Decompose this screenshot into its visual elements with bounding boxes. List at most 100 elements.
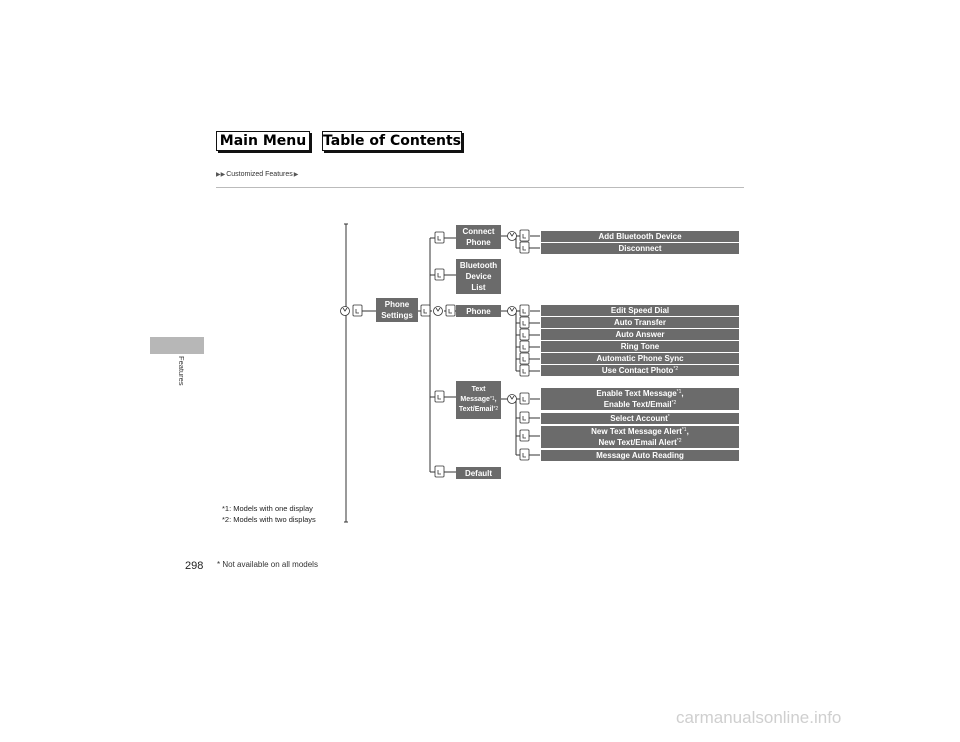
text-message-box: Text Message*1, Text/Email*2 [456, 381, 501, 419]
automatic-phone-sync-bar: Automatic Phone Sync [541, 353, 739, 364]
edit-speed-dial-label: Edit Speed Dial [610, 306, 670, 315]
use-contact-photo-bar: Use Contact Photo*2 [541, 365, 739, 376]
press-icon [519, 241, 530, 254]
phone-settings-box: Phone Settings [376, 298, 418, 322]
press-icon [519, 392, 530, 405]
text-message-word: Message [460, 396, 490, 403]
knob-icon [433, 306, 443, 316]
phone-settings-label: Phone [384, 300, 410, 309]
comma: , [681, 389, 684, 398]
breadcrumb-arrow-icon: ▶ [293, 172, 299, 178]
section-tab [150, 337, 204, 354]
footnote-mark: *2 [673, 366, 679, 372]
main-menu-button[interactable]: Main Menu [216, 131, 310, 151]
press-icon [434, 231, 445, 244]
new-text-message-alert-text: New Text Message Alert [591, 427, 682, 436]
auto-answer-bar: Auto Answer [541, 329, 739, 340]
bluetooth-device-list-label: Bluetooth [459, 261, 498, 270]
select-account-label: Select Account* [610, 413, 669, 424]
availability-note: * Not available on all models [217, 560, 318, 569]
footnote-mark: *2 [671, 400, 677, 406]
breadcrumb-arrow-icon: ▶▶ [216, 172, 226, 178]
message-auto-reading-label: Message Auto Reading [596, 451, 684, 460]
phone-box: Phone [456, 305, 501, 317]
press-icon [519, 352, 530, 365]
breadcrumb: ▶▶ Customized Features ▶ [216, 171, 298, 178]
press-icon [519, 304, 530, 317]
phone-label: Phone [466, 306, 491, 316]
new-text-email-alert-label: New Text/Email Alert*2 [599, 437, 682, 448]
enable-text-message-text: Enable Text Message [596, 389, 677, 398]
press-icon [420, 304, 431, 317]
press-icon [434, 390, 445, 403]
knob-icon [507, 306, 517, 316]
new-text-message-alert-label: New Text Message Alert*1, [591, 426, 689, 437]
footnote-1: *1: Models with one display [222, 504, 313, 513]
auto-transfer-label: Auto Transfer [613, 318, 666, 327]
phone-settings-label: Settings [381, 311, 413, 320]
connect-phone-box: Connect Phone [456, 225, 501, 249]
knob-icon [340, 306, 350, 316]
bluetooth-device-list-box: Bluetooth Device List [456, 259, 501, 294]
press-icon [519, 448, 530, 461]
edit-speed-dial-bar: Edit Speed Dial [541, 305, 739, 316]
add-bluetooth-device-label: Add Bluetooth Device [598, 232, 682, 241]
press-icon [434, 268, 445, 281]
add-bluetooth-device-bar: Add Bluetooth Device [541, 231, 739, 242]
auto-answer-label: Auto Answer [615, 330, 665, 339]
press-icon [519, 429, 530, 442]
new-text-message-alert-bar: New Text Message Alert*1, New Text/Email… [541, 426, 739, 448]
watermark: carmanualsonline.info [676, 708, 842, 727]
bluetooth-device-list-label: Device [465, 272, 492, 281]
press-icon [445, 304, 456, 317]
press-icon [352, 304, 363, 317]
text-message-label: Text [471, 386, 486, 393]
default-box: Default [456, 467, 501, 479]
knob-icon [507, 394, 517, 404]
comma: , [686, 427, 689, 436]
ring-tone-label: Ring Tone [620, 342, 660, 351]
ring-tone-bar: Ring Tone [541, 341, 739, 352]
use-contact-photo-text: Use Contact Photo [601, 366, 674, 375]
header-divider [216, 187, 744, 188]
press-icon [519, 316, 530, 329]
press-icon [519, 328, 530, 341]
auto-transfer-bar: Auto Transfer [541, 317, 739, 328]
footnote-mark: *1 [676, 389, 682, 395]
footnote-mark: *2 [493, 406, 499, 412]
enable-text-message-bar: Enable Text Message*1, Enable Text/Email… [541, 388, 739, 410]
press-icon [519, 411, 530, 424]
footnote-mark: *1 [681, 427, 687, 433]
message-auto-reading-bar: Message Auto Reading [541, 450, 739, 461]
automatic-phone-sync-label: Automatic Phone Sync [596, 354, 684, 363]
footnote-2: *2: Models with two displays [222, 515, 316, 524]
knob-icon [507, 231, 517, 241]
press-icon [519, 229, 530, 242]
use-contact-photo-label: Use Contact Photo*2 [602, 365, 678, 376]
default-label: Default [464, 468, 493, 478]
footnotes: *1: Models with one display *2: Models w… [222, 503, 316, 525]
press-icon [434, 465, 445, 478]
select-account-text: Select Account [610, 414, 668, 423]
page-number: 298 [185, 560, 204, 572]
footnote-mark: * [667, 414, 670, 420]
new-text-email-alert-text: New Text/Email Alert [598, 438, 677, 447]
bluetooth-device-list-label: List [471, 283, 486, 292]
select-account-bar: Select Account* [541, 413, 739, 424]
press-icon [519, 340, 530, 353]
breadcrumb-link[interactable]: Customized Features [226, 171, 293, 178]
enable-text-email-text: Enable Text/Email [603, 400, 672, 409]
press-icon [519, 364, 530, 377]
disconnect-bar: Disconnect [541, 243, 739, 254]
enable-text-email-label: Enable Text/Email*2 [604, 399, 677, 410]
enable-text-message-label: Enable Text Message*1, [596, 388, 683, 399]
table-of-contents-button[interactable]: Table of Contents [322, 131, 462, 151]
footnote-mark: *2 [676, 438, 682, 444]
disconnect-label: Disconnect [618, 244, 662, 253]
connect-phone-label: Phone [466, 238, 491, 247]
text-message-label: Message*1, [460, 395, 496, 405]
footnote-mark: *1 [489, 396, 495, 402]
text-email-word: Text/Email [458, 406, 494, 413]
text-email-label: Text/Email*2 [459, 405, 498, 415]
